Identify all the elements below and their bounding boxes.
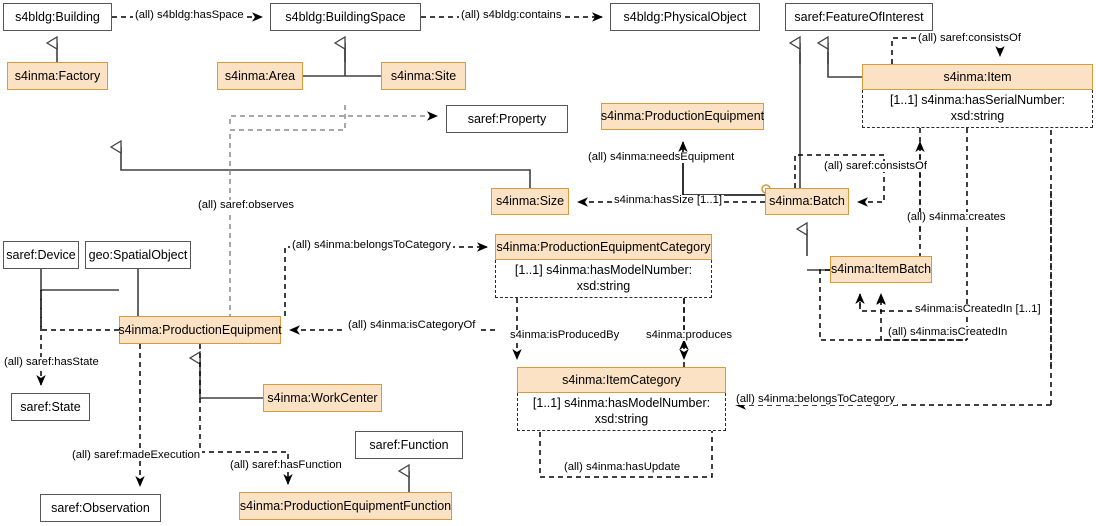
node-saref-function[interactable]: saref:Function	[355, 431, 463, 459]
node-saref-observation[interactable]: saref:Observation	[40, 494, 161, 522]
node-geo-spatialobject[interactable]: geo:SpatialObject	[85, 241, 191, 269]
edge-label-isproducedby: s4inma:isProducedBy	[508, 329, 622, 342]
edge-label-observes: (all) saref:observes	[196, 199, 297, 212]
node-attributes: [1..1] s4inma:hasModelNumber: xsd:string	[517, 393, 726, 431]
node-label: s4inma:ProductionEquipment	[118, 316, 282, 344]
node-s4inma-itemcategory[interactable]: s4inma:ItemCategory [1..1] s4inma:hasMod…	[517, 367, 726, 431]
edge-label-contains: (all) s4bldg:contains	[459, 9, 564, 22]
edge-hasstate-route	[40, 290, 119, 331]
node-s4inma-item[interactable]: s4inma:Item [1..1] s4inma:hasSerialNumbe…	[862, 64, 1093, 128]
node-label: saref:Function	[355, 431, 463, 459]
edge-size-isa-property	[121, 147, 531, 188]
node-label: s4inma:Site	[381, 62, 466, 90]
node-s4inma-factory[interactable]: s4inma:Factory	[7, 62, 108, 90]
node-label: saref:Observation	[40, 494, 161, 522]
edge-workcenter-isa-prodequip	[200, 358, 263, 399]
edge-label-consistsof-item: (all) saref:consistsOf	[916, 32, 1023, 45]
edge-observes-arrow	[229, 111, 438, 124]
node-s4bldg-physicalobject[interactable]: s4bldg:PhysicalObject	[610, 3, 760, 31]
node-s4inma-productionequipment-left[interactable]: s4inma:ProductionEquipment	[118, 316, 282, 344]
edge-label-hasupdate: (all) s4inma:hasUpdate	[562, 461, 683, 474]
node-s4inma-productionequipmentcategory[interactable]: s4inma:ProductionEquipmentCategory [1..1…	[495, 234, 712, 298]
edge-needsequipment	[678, 141, 765, 196]
edge-label-creates: (all) s4inma:creates	[905, 211, 1008, 224]
edge-label-iscreatedin-11: s4inma:isCreatedIn [1..1]	[913, 303, 1043, 316]
edge-label-belongstocategory-ic: (all) s4inma:belongsToCategory	[734, 393, 897, 406]
node-label: saref:State	[11, 393, 90, 421]
edge-belongstocategory-ic-up	[920, 128, 1051, 405]
node-label: s4bldg:Building	[3, 3, 112, 31]
node-label: s4inma:Factory	[7, 62, 108, 90]
edge-label-iscategoryof: (all) s4inma:isCategoryOf	[346, 319, 478, 332]
edge-label-hassize: s4inma:hasSize [1..1]	[612, 194, 725, 207]
edge-label-hasfunction: (all) saref:hasFunction	[228, 459, 344, 472]
edge-label-hasspace: (all) s4bldg:hasSpace	[133, 9, 246, 22]
edge-item-isa-featureofinterest-leader	[827, 52, 862, 78]
node-s4inma-productionequipmentfunction[interactable]: s4inma:ProductionEquipmentFunction	[239, 492, 452, 520]
edge-label-iscreatedin-all: (all) s4inma:isCreatedIn	[886, 326, 1010, 339]
needsequipment-edge-group	[678, 141, 771, 196]
node-label: s4inma:Batch	[765, 188, 849, 215]
node-label: saref:Property	[446, 105, 568, 133]
node-label: s4inma:ItemCategory	[517, 367, 726, 393]
node-saref-device[interactable]: saref:Device	[3, 241, 79, 269]
node-saref-state[interactable]: saref:State	[11, 393, 90, 421]
edge-belongstocategory-pe	[284, 242, 488, 316]
node-label: s4inma:WorkCenter	[263, 384, 382, 412]
node-label: geo:SpatialObject	[85, 241, 191, 269]
node-s4bldg-buildingspace[interactable]: s4bldg:BuildingSpace	[270, 3, 421, 31]
node-s4inma-batch[interactable]: s4inma:Batch	[765, 188, 849, 215]
node-label: s4inma:ItemBatch	[830, 256, 932, 283]
node-s4inma-workcenter[interactable]: s4inma:WorkCenter	[263, 384, 382, 412]
edge-label-consistsof-batch: (all) saref:consistsOf	[822, 160, 929, 173]
edge-iscreatedin-11-route	[859, 295, 919, 312]
node-label: s4bldg:PhysicalObject	[610, 3, 760, 31]
node-label: s4inma:ProductionEquipmentCategory	[495, 234, 712, 260]
edge-label-madeexecution: (all) saref:madeExecution	[70, 449, 203, 462]
edge-label-produces: s4inma:produces	[644, 329, 735, 342]
node-saref-featureofinterest[interactable]: saref:FeatureOfInterest	[785, 3, 933, 31]
edge-label-belongstocategory-pe: (all) s4inma:belongsToCategory	[290, 239, 453, 252]
node-attributes: [1..1] s4inma:hasModelNumber: xsd:string	[495, 260, 712, 298]
node-label: s4inma:Item	[862, 64, 1093, 90]
node-label: s4inma:ProductionEquipment	[601, 103, 764, 130]
node-label: saref:Device	[3, 241, 79, 269]
node-s4inma-productionequipment-top[interactable]: s4inma:ProductionEquipment	[601, 103, 764, 130]
node-label: saref:FeatureOfInterest	[785, 3, 933, 31]
node-label: s4inma:Size	[491, 188, 569, 215]
node-label: s4bldg:BuildingSpace	[270, 3, 421, 31]
node-attributes: [1..1] s4inma:hasSerialNumber: xsd:strin…	[862, 90, 1093, 128]
node-label: s4inma:ProductionEquipmentFunction	[239, 492, 452, 520]
node-s4inma-area[interactable]: s4inma:Area	[217, 62, 303, 90]
edge-label-hasstate: (all) saref:hasState	[2, 356, 101, 369]
node-label: s4inma:Area	[217, 62, 303, 90]
edge-label-needsequipment: (all) s4inma:needsEquipment	[586, 151, 737, 164]
node-saref-property[interactable]: saref:Property	[446, 105, 568, 133]
node-s4inma-site[interactable]: s4inma:Site	[381, 62, 466, 90]
node-s4bldg-building[interactable]: s4bldg:Building	[3, 3, 112, 31]
node-s4inma-itembatch[interactable]: s4inma:ItemBatch	[830, 256, 932, 283]
node-s4inma-size[interactable]: s4inma:Size	[491, 188, 569, 215]
